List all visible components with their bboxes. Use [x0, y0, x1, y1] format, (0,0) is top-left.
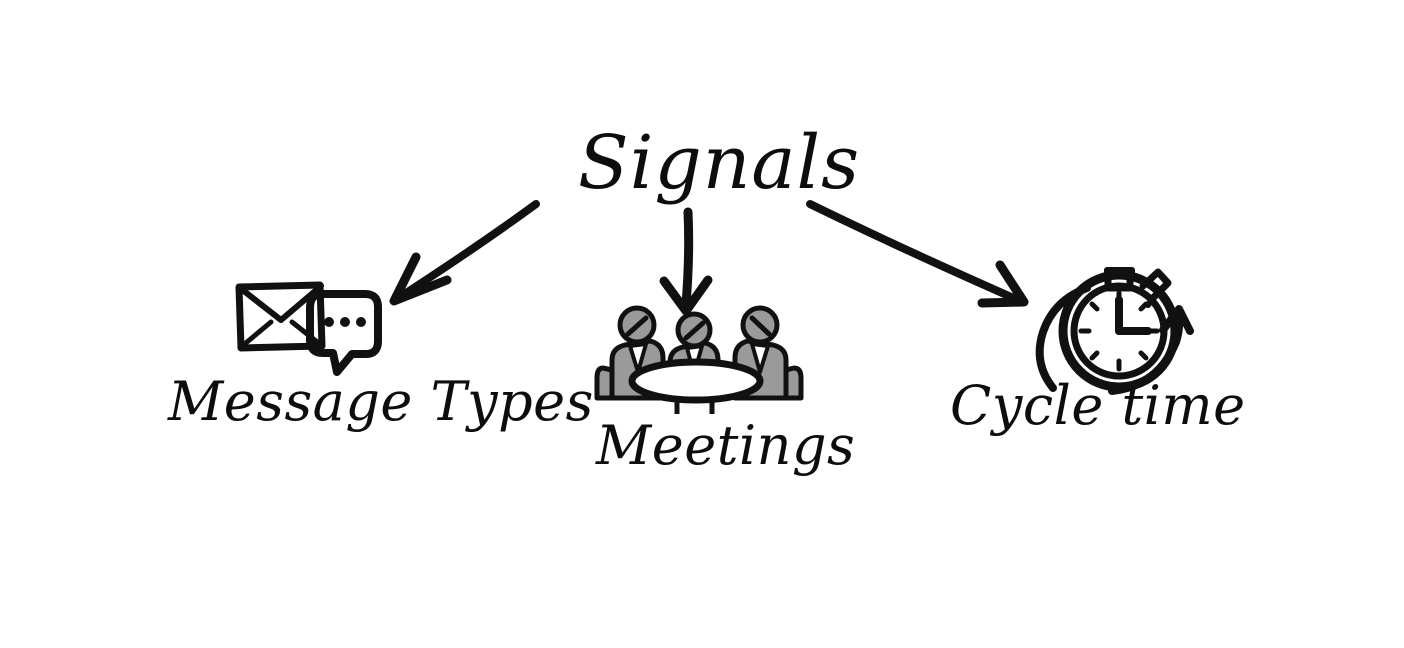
arrow-down-left — [389, 200, 540, 306]
stopwatch-bezel — [1070, 282, 1168, 380]
arrow-down — [659, 207, 713, 316]
speech-dot-2 — [340, 317, 350, 327]
speech-dot-3 — [356, 317, 366, 327]
label-meetings: Meetings — [595, 414, 855, 477]
envelope-speech-bubble-icon — [235, 281, 382, 376]
stopwatch-case — [1058, 270, 1180, 392]
stopwatch-hands — [1115, 296, 1152, 335]
arrow-down-right — [806, 200, 1029, 308]
stopwatch-icon — [1035, 267, 1194, 395]
speech-dot-1 — [324, 317, 334, 327]
conference-table — [628, 358, 764, 404]
page-title: Signals — [578, 120, 860, 206]
label-message-types: Message Types — [167, 370, 594, 433]
label-cycle-time: Cycle time — [950, 374, 1246, 437]
speech-bubble-icon — [306, 290, 382, 376]
meeting-table-icon — [594, 305, 804, 414]
